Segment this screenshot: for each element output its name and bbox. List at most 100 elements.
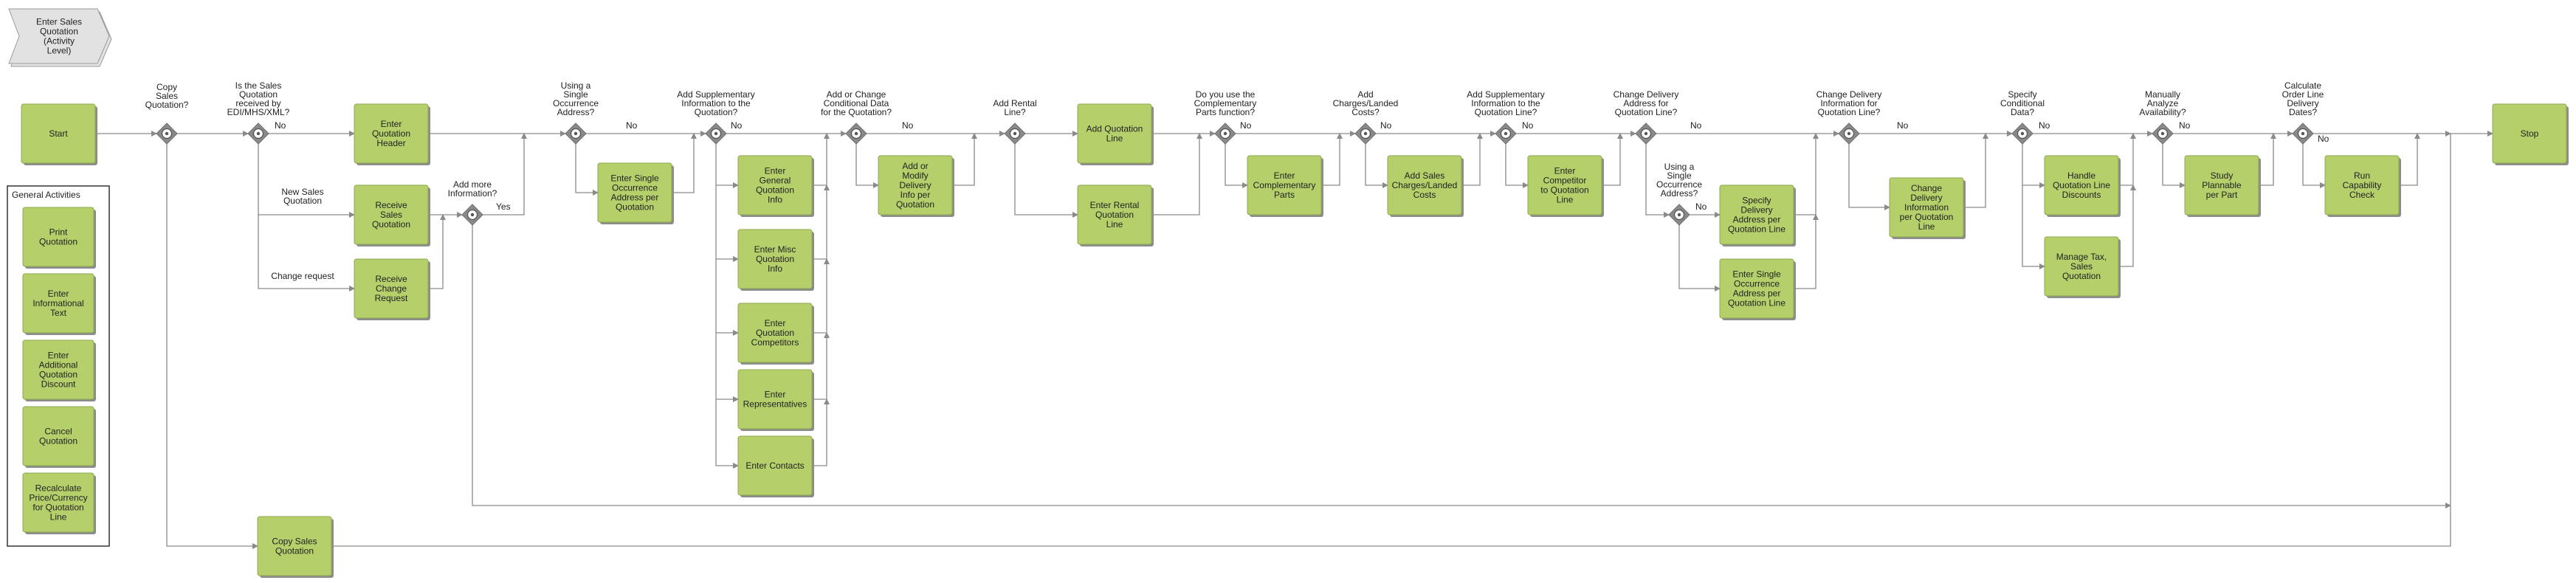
manually-analyze-gateway[interactable] [2152, 123, 2174, 145]
connector [715, 144, 739, 469]
connector [1848, 144, 1890, 210]
connector [483, 133, 527, 215]
connector [952, 133, 977, 186]
connector [1645, 144, 1670, 218]
no-label: No [1897, 120, 1909, 131]
connector [258, 215, 355, 292]
no-label: No [1522, 120, 1534, 131]
conditional-data-gateway[interactable] [845, 123, 867, 145]
single-occurrence-gateway[interactable] [565, 123, 587, 145]
specify-conditional-gateway[interactable] [2011, 123, 2033, 145]
no-label: No [275, 120, 286, 131]
connector [1225, 144, 1248, 188]
change-delivery-address-gateway[interactable] [1635, 123, 1657, 145]
no-label: No [2179, 120, 2191, 131]
no-label: No [1380, 120, 1392, 131]
enter-contacts-task-label: Enter Contacts [745, 460, 804, 471]
connector [1151, 133, 1202, 215]
charges-landed-gateway[interactable] [1354, 123, 1377, 145]
calc-delivery-dates-gateway[interactable] [2292, 123, 2314, 145]
no-label: No [2318, 134, 2329, 144]
supplementary-line-gateway[interactable] [1495, 123, 1517, 145]
panel-title: General Activities [12, 190, 80, 200]
complementary-parts-gateway[interactable] [1214, 123, 1236, 145]
connector [2022, 144, 2045, 188]
single-occurrence-line-gateway[interactable] [1668, 204, 1690, 226]
copy-sales-quotation-gateway[interactable] [156, 123, 178, 145]
add-more-info-gateway[interactable] [461, 204, 483, 226]
no-label: No [2039, 120, 2050, 131]
connector [812, 399, 830, 466]
connector [2399, 133, 2420, 186]
enter-contacts-task[interactable]: Enter Contacts [737, 435, 814, 497]
add-rental-line-gateway[interactable] [1004, 123, 1026, 145]
connector [2162, 144, 2186, 188]
change-delivery-info-gateway[interactable] [1838, 123, 1860, 145]
stop-task[interactable]: Stop [2492, 103, 2569, 165]
connectors [95, 131, 2493, 549]
start-task[interactable]: Start [21, 103, 97, 165]
received-edi-gateway[interactable] [247, 123, 269, 145]
supplementary-quotation-gateway[interactable] [705, 123, 727, 145]
